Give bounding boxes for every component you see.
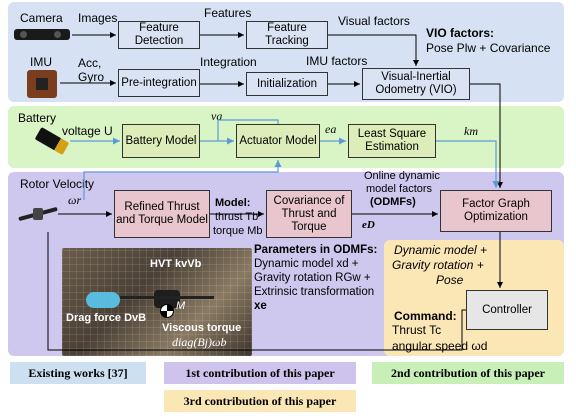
viscous-torque-label: Viscous torque — [162, 322, 242, 334]
mass-label: M — [176, 300, 186, 312]
viscous-formula: diag(Bj)ωb — [172, 335, 227, 349]
feature-tracking-block: Feature Tracking — [246, 21, 328, 49]
factor-graph-block: Factor Graph Optimization — [440, 190, 552, 232]
rotor-icon — [18, 200, 58, 228]
parameters-line2: Gravity rotation RGw + — [254, 272, 371, 284]
torque-label: torque Mb — [213, 225, 263, 237]
battery-label: Battery — [18, 111, 57, 125]
parameters-title: Parameters in ODMFs: — [254, 244, 378, 256]
edge-tracking-to-vio — [328, 34, 419, 66]
online-dynamic-line1: Online dynamic — [364, 170, 440, 182]
legend-existing: Existing works [37] — [10, 362, 146, 384]
edge-rotor-to-actuator — [83, 160, 282, 200]
ea-label: ea — [325, 122, 337, 136]
initialization-block: Initialization — [246, 72, 328, 96]
edge-vio-to-factor-graph — [470, 83, 503, 188]
imu-label: IMU — [30, 55, 52, 69]
command-thrust: Thrust Tc — [392, 323, 442, 337]
drag-force-label: Drag force DvB — [66, 312, 147, 324]
legend-first: 1st contribution of this paper — [164, 362, 356, 384]
voltage-label: voltage U — [62, 124, 113, 138]
edge-controller-to-rotor — [47, 232, 466, 351]
covariance-block: Covariance of Thrust and Torque — [266, 190, 352, 238]
acc-gyro-label: Acc, Gyro — [78, 56, 112, 84]
parameters-line3: Extrinsic transformation — [254, 286, 375, 298]
preintegration-block: Pre-integration — [118, 69, 200, 97]
acc-gyro-text: Acc, Gyro — [78, 56, 105, 84]
command-title: Command: — [394, 309, 457, 323]
drone-body — [154, 290, 180, 308]
rotor-velocity-label: Rotor Velocity — [20, 177, 95, 191]
km-label: km — [464, 124, 478, 138]
refined-thrust-block: Refined Thrust and Torque Model — [114, 190, 210, 238]
parameters-line1: Dynamic model xd + — [254, 258, 359, 270]
actuator-model-block: Actuator Model — [236, 124, 320, 158]
images-label: Images — [78, 11, 118, 25]
camera-label: Camera — [20, 11, 63, 25]
factor-inputs-line2: Gravity rotation + — [392, 258, 484, 272]
vio-factors-title: VIO factors: — [426, 26, 495, 40]
online-dynamic-line2: model factors — [366, 183, 433, 195]
features-label: Features — [204, 6, 252, 20]
least-square-block: Least Square Estimation — [348, 124, 436, 158]
legend-second: 2nd contribution of this paper — [372, 362, 564, 384]
controller-block: Controller — [466, 290, 548, 330]
edge-va-from-actuator-top — [217, 119, 279, 141]
legend-third: 3rd contribution of this paper — [164, 390, 356, 412]
drone-photo — [62, 248, 252, 356]
va-label: va — [211, 109, 223, 123]
factor-inputs-line3: Pose — [436, 273, 464, 287]
feature-detection-block: Feature Detection — [118, 21, 200, 49]
ed-label: eD — [362, 219, 375, 231]
hvt-label: HVT kvVb — [150, 258, 202, 270]
model-title: Model: — [215, 197, 251, 209]
vio-block: Visual-Inertial Odometry (VIO) — [362, 68, 470, 100]
command-angular: angular speed ωd — [392, 339, 488, 353]
vio-factors-text: Pose Plw + Covariance — [426, 41, 551, 55]
odmfs-label: (ODMFs) — [370, 196, 416, 208]
integration-label: Integration — [200, 55, 257, 69]
camera-icon — [14, 29, 70, 40]
imu-factors-label: IMU factors — [306, 54, 368, 68]
factor-inputs-line1: Dynamic model + — [394, 243, 488, 257]
center-of-mass-icon — [160, 304, 174, 318]
battery-model-block: Battery Model — [122, 124, 200, 158]
drag-cloud-icon — [86, 292, 120, 308]
edge-ls-to-factor — [436, 140, 500, 188]
parameters-line4: xe — [254, 300, 267, 312]
omega-r-label: ωr — [68, 193, 82, 207]
imu-icon — [27, 70, 57, 98]
visual-factors-label: Visual factors — [338, 14, 410, 28]
